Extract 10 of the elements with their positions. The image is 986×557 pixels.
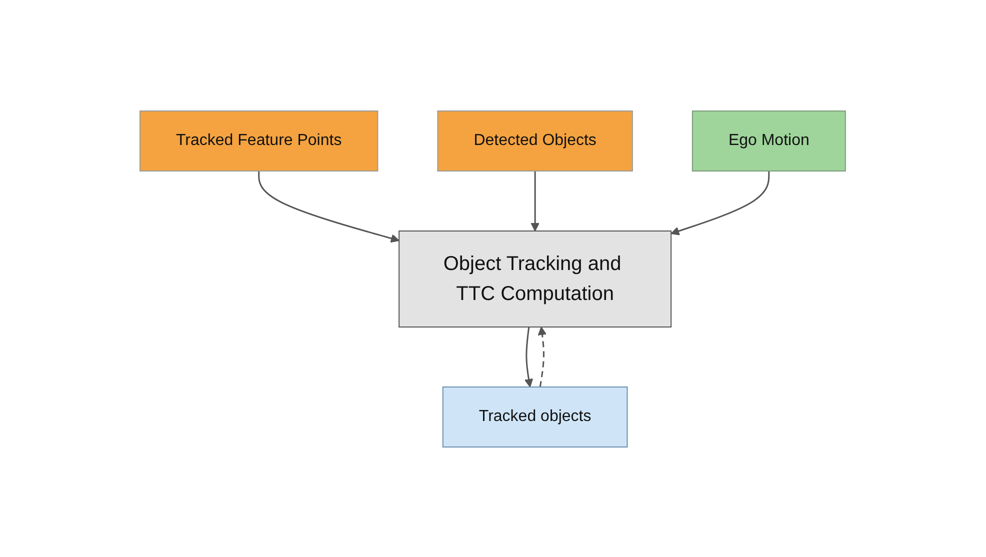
node-box: Detected Objects bbox=[438, 110, 634, 171]
arrow bbox=[258, 170, 400, 242]
arrow bbox=[524, 326, 534, 387]
arrow bbox=[530, 170, 540, 231]
arrow bbox=[538, 326, 547, 387]
node-box: Tracked objects bbox=[442, 386, 628, 447]
node-box: Tracked Feature Points bbox=[140, 110, 379, 171]
node-box: Ego Motion bbox=[692, 110, 846, 171]
arrow bbox=[670, 170, 770, 235]
node-box: Object Tracking and TTC Computation bbox=[398, 230, 672, 327]
